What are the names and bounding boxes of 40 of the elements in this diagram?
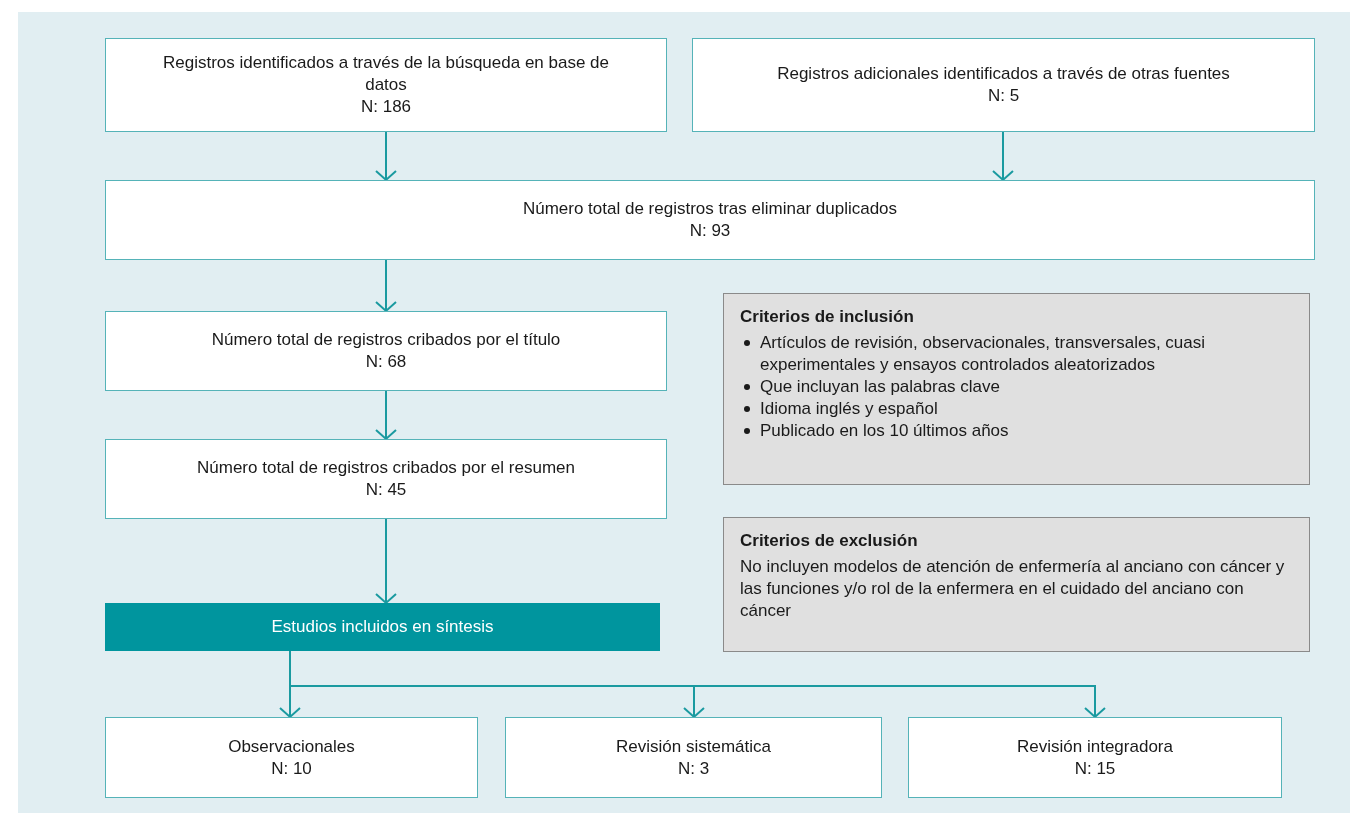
count-label: N: 186	[360, 96, 412, 118]
count-label: N: 45	[365, 479, 407, 501]
criteria-box	[723, 293, 1310, 485]
process-box	[105, 311, 667, 391]
criteria-item: Idioma inglés y español	[760, 398, 938, 420]
criteria-item: Publicado en los 10 últimos años	[760, 420, 1009, 442]
process-box	[105, 439, 667, 519]
process-box	[692, 38, 1315, 132]
criteria-heading: Criterios de exclusión	[740, 530, 919, 552]
arrow	[375, 390, 397, 440]
result-box	[105, 603, 660, 651]
box-title: Registros adicionales identificados a través de otras fuentes	[777, 63, 1230, 85]
box-title: Estudios incluidos en síntesis	[271, 616, 494, 638]
process-box	[908, 717, 1282, 798]
count-label: N: 93	[689, 220, 731, 242]
count-label: N: 68	[365, 351, 407, 373]
criteria-text: No incluyen modelos de atención de enfermería al anciano con cáncer y las funciones y/o rol de la enfermera en el cuidado del anciano con cáncer	[740, 556, 1286, 622]
arrow	[375, 518, 397, 604]
criteria-box	[723, 517, 1310, 652]
process-box	[105, 38, 667, 132]
criteria-item: Artículos de revisión, observacionales, transversales, cuasi experimentales y ensayos controlados aleatorizados	[760, 332, 1207, 376]
box-title: Registros identificados a través de la búsqueda en base de datos	[161, 52, 611, 96]
box-title: Número total de registros cribados por el título	[211, 329, 561, 351]
process-box	[105, 717, 478, 798]
box-title: Observacionales	[228, 735, 355, 758]
process-box	[105, 180, 1315, 260]
criteria-heading: Criterios de inclusión	[740, 306, 915, 328]
count-label: N: 10	[271, 757, 312, 780]
arrow	[375, 259, 397, 312]
arrow	[375, 131, 397, 181]
box-title: Número total de registros cribados por el resumen	[197, 457, 575, 479]
count-label: N: 3	[677, 757, 710, 780]
criteria-item: Que incluyan las palabras clave	[760, 376, 1001, 398]
arrow	[992, 131, 1014, 181]
process-box	[505, 717, 882, 798]
count-label: N: 15	[1074, 757, 1116, 780]
count-label: N: 5	[987, 85, 1020, 107]
box-title: Revisión sistemática	[616, 735, 771, 758]
box-title: Revisión integradora	[1017, 735, 1173, 758]
box-title: Número total de registros tras eliminar duplicados	[522, 198, 898, 220]
